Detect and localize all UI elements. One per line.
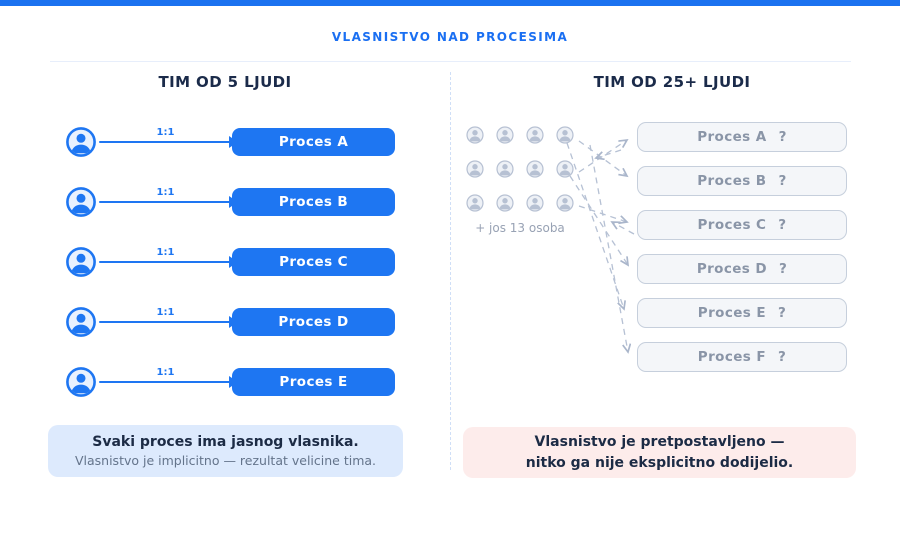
right-caption-card: Vlasnistvo je pretpostavljeno — nitko ga… [463, 427, 856, 478]
person-icon [65, 186, 97, 218]
person-icon [526, 126, 544, 144]
process-node-unowned: Proces A ? [637, 122, 847, 152]
header-divider [50, 61, 851, 62]
crowd-grid [466, 126, 574, 212]
more-people-note: + jos 13 osoba [475, 221, 565, 235]
ratio-label: 1:1 [156, 187, 175, 198]
question-mark: ? [778, 261, 788, 277]
question-mark: ? [778, 217, 787, 233]
person-icon [556, 126, 574, 144]
person-icon [556, 160, 574, 178]
process-node-unowned: Proces B ? [637, 166, 847, 196]
process-node: Proces E [232, 368, 395, 396]
ownership-connector: 1:1 [99, 306, 238, 338]
person-icon [65, 306, 97, 338]
process-node: Proces B [232, 188, 395, 216]
connector-arrow [229, 196, 238, 208]
connector-arrow [229, 136, 238, 148]
process-node-unowned: Proces F ? [637, 342, 847, 372]
person-icon [65, 366, 97, 398]
left-caption-title: Svaki proces ima jasnog vlasnika. [92, 434, 359, 450]
question-mark: ? [778, 129, 787, 145]
question-mark: ? [777, 349, 787, 365]
left-column-heading: TIM OD 5 LJUDI [158, 73, 292, 91]
connector-line [99, 201, 235, 203]
person-icon [466, 194, 484, 212]
process-label: Proces D [696, 261, 767, 277]
connector-arrow [229, 376, 238, 388]
process-node-unowned: Proces C ? [637, 210, 847, 240]
top-accent-bar [0, 0, 900, 6]
process-label: Proces E [697, 305, 766, 321]
ownership-connector: 1:1 [99, 246, 238, 278]
person-icon [496, 160, 514, 178]
right-caption-line2: nitko ga nije eksplicitno dodijelio. [525, 454, 794, 471]
process-node: Proces C [232, 248, 395, 276]
question-mark: ? [777, 305, 787, 321]
page-title: VLASNISTVO NAD PROCESIMA [331, 30, 569, 44]
process-node-unowned: Proces E ? [637, 298, 847, 328]
person-icon [526, 160, 544, 178]
ownership-connector: 1:1 [99, 366, 238, 398]
person-icon [526, 194, 544, 212]
owner-process-row: 1:1 Proces C [65, 246, 395, 278]
person-icon [466, 126, 484, 144]
process-node: Proces D [232, 308, 395, 336]
question-mark: ? [778, 173, 787, 189]
process-label: Proces F [697, 349, 766, 365]
process-node: Proces A [232, 128, 395, 156]
right-column-heading: TIM OD 25+ LJUDI [593, 73, 751, 91]
owner-process-row: 1:1 Proces D [65, 306, 395, 338]
owner-process-row: 1:1 Proces A [65, 126, 395, 158]
left-caption-card: Svaki proces ima jasnog vlasnika. Vlasni… [48, 425, 403, 477]
person-icon [466, 160, 484, 178]
connector-line [99, 381, 235, 383]
ownership-connector: 1:1 [99, 126, 238, 158]
ratio-label: 1:1 [156, 247, 175, 258]
person-icon [496, 194, 514, 212]
ratio-label: 1:1 [156, 367, 175, 378]
process-node-unowned: Proces D ? [637, 254, 847, 284]
owner-process-row: 1:1 Proces E [65, 366, 395, 398]
left-caption-subtitle: Vlasnistvo je implicitno — rezultat veli… [74, 453, 377, 468]
process-label: Proces B [697, 173, 767, 189]
ownership-connector: 1:1 [99, 186, 238, 218]
connector-line [99, 321, 235, 323]
person-icon [65, 246, 97, 278]
owner-process-row: 1:1 Proces B [65, 186, 395, 218]
column-divider [450, 72, 451, 470]
connector-line [99, 261, 235, 263]
process-label: Proces C [697, 217, 767, 233]
connector-arrow [229, 316, 238, 328]
ratio-label: 1:1 [156, 127, 175, 138]
process-label: Proces A [697, 129, 767, 145]
connector-arrow [229, 256, 238, 268]
person-icon [496, 126, 514, 144]
ratio-label: 1:1 [156, 307, 175, 318]
right-caption-line1: Vlasnistvo je pretpostavljeno — [534, 433, 785, 450]
person-icon [556, 194, 574, 212]
person-icon [65, 126, 97, 158]
connector-line [99, 141, 235, 143]
